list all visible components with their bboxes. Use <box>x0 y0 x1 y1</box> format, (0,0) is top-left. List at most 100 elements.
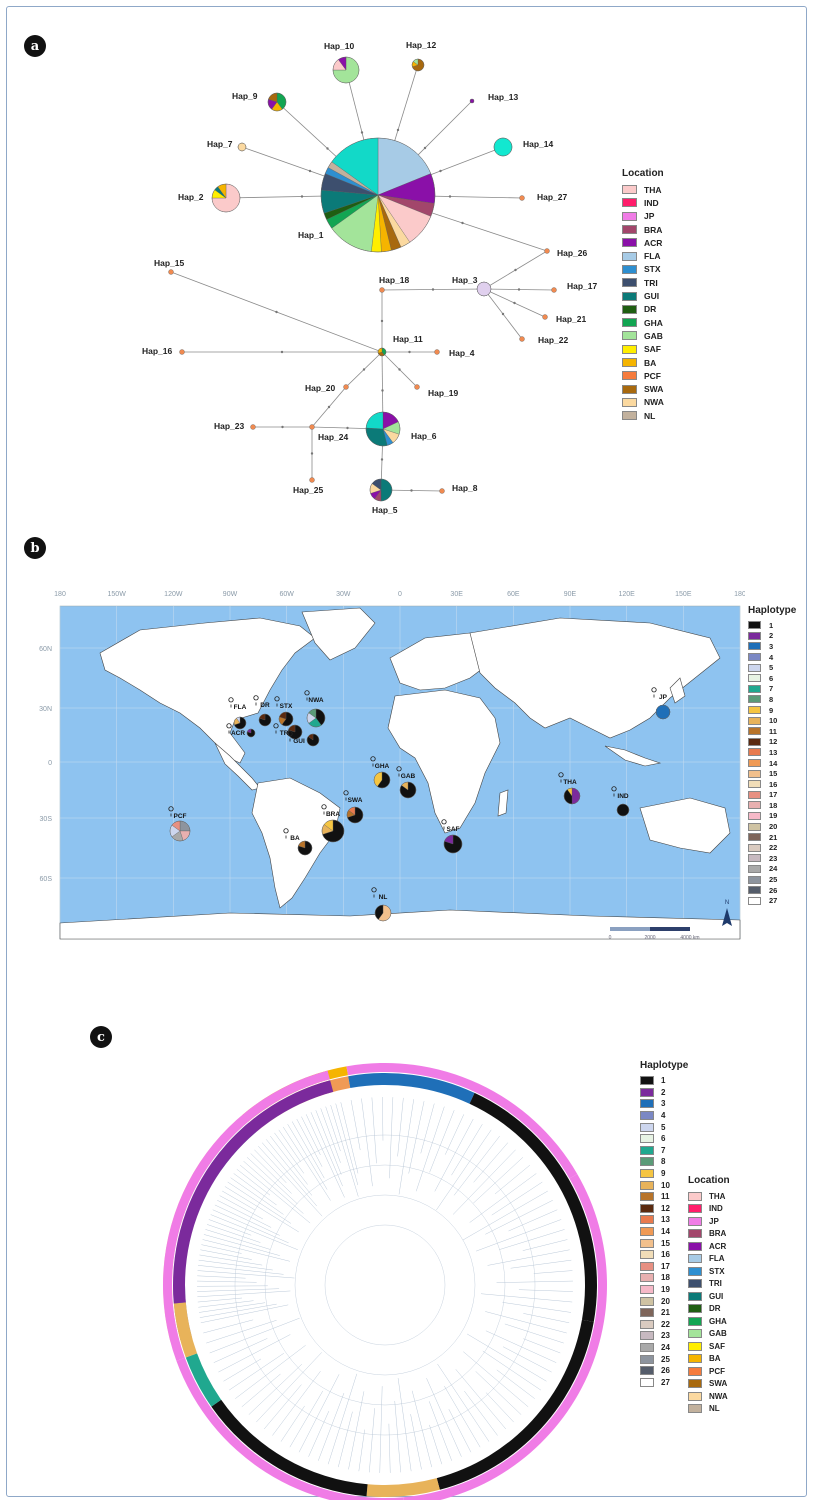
legend-label: GAB <box>709 1329 727 1339</box>
haplotype-legend-b-7: 7 <box>748 684 796 695</box>
haplotype-legend-c-27: 27 <box>640 1376 688 1388</box>
north-arrow-icon: N <box>722 900 732 926</box>
legend-swatch <box>640 1203 654 1213</box>
legend-label: GAB <box>644 330 663 341</box>
legend-label: 13 <box>661 1215 670 1225</box>
location-legend-c-stx: STX <box>688 1265 730 1278</box>
tree-branch <box>325 1106 341 1152</box>
tree-branch <box>197 1280 257 1283</box>
mutation-tick <box>439 169 442 173</box>
legend-label: 26 <box>769 885 778 895</box>
location-legend-a-gui: GUI <box>622 289 664 302</box>
site-label: STX <box>280 703 293 710</box>
location-pin-icon <box>283 828 289 839</box>
legend-swatch <box>748 801 761 810</box>
hap-label: Hap_26 <box>557 248 588 258</box>
legend-swatch <box>688 1229 702 1239</box>
mutation-tick <box>327 405 331 409</box>
site-label: GUI <box>293 738 305 745</box>
haplotype-ring-segment <box>173 1302 198 1358</box>
site-pie-nwa <box>306 708 326 728</box>
hap-label: Hap_23 <box>214 421 245 431</box>
legend-swatch <box>748 631 761 640</box>
mutation-tick <box>514 268 517 272</box>
legend-label: STX <box>709 1266 725 1276</box>
legend-swatch <box>748 663 761 672</box>
legend-swatch <box>748 759 761 768</box>
haplotype-legend-c-4: 4 <box>640 1110 688 1122</box>
legend-swatch <box>640 1354 654 1364</box>
legend-swatch <box>688 1329 702 1339</box>
tree-branch <box>408 1101 425 1174</box>
legend-swatch <box>622 411 637 421</box>
site-pie-bra <box>321 819 345 843</box>
haplotype-legend-b-19: 19 <box>748 811 796 822</box>
location-pin-icon <box>441 819 447 830</box>
tree-branch <box>210 1214 298 1250</box>
legend-label: 25 <box>661 1354 670 1364</box>
tree-branch <box>436 1129 492 1211</box>
tree-branch <box>453 1135 500 1196</box>
legend-label: TRI <box>644 277 658 288</box>
tree-branch <box>272 1371 321 1436</box>
legend-label: BRA <box>709 1229 727 1239</box>
legend-label: 15 <box>769 769 778 779</box>
tree-branch <box>473 1142 508 1183</box>
legend-label: THA <box>709 1191 726 1201</box>
location-pin-icon <box>304 690 310 701</box>
tree-branch <box>243 1161 304 1214</box>
mutation-tick <box>346 426 349 430</box>
legend-swatch <box>622 198 637 208</box>
tree-branch <box>227 1181 292 1224</box>
location-pin-icon <box>343 790 349 801</box>
legend-swatch <box>622 251 637 261</box>
legend-label: 20 <box>661 1296 670 1306</box>
hap-node-24 <box>309 424 315 430</box>
legend-swatch <box>748 854 761 863</box>
location-pin-icon <box>371 887 377 898</box>
tree-branch <box>258 1146 323 1217</box>
site-pie-ba <box>297 840 313 856</box>
hap-label: Hap_15 <box>154 258 185 268</box>
legend-swatch <box>688 1341 702 1351</box>
hap-node-21 <box>542 314 548 320</box>
location-legend-a-ind: IND <box>622 196 664 209</box>
panel-a-badge: a <box>24 35 46 57</box>
haplotype-legend-c-3: 3 <box>640 1098 688 1110</box>
legend-swatch <box>622 371 637 381</box>
haplotype-legend-c-7: 7 <box>640 1145 688 1157</box>
site-label: ACR <box>231 730 245 737</box>
legend-swatch <box>640 1076 654 1086</box>
legend-swatch <box>748 653 761 662</box>
tree-branch <box>473 1157 524 1204</box>
location-legend-a-ba: BA <box>622 356 664 369</box>
tree-branch <box>240 1165 311 1224</box>
haplotype-legend-b-23: 23 <box>748 853 796 864</box>
haplotype-legend-b-27: 27 <box>748 895 796 906</box>
tree-branch <box>469 1173 537 1223</box>
legend-swatch <box>640 1250 654 1260</box>
tree-branch <box>198 1265 284 1275</box>
circular-phylogenetic-tree <box>162 1063 607 1500</box>
tree-branch <box>250 1153 292 1194</box>
location-legend-a-gha: GHA <box>622 316 664 329</box>
tree-branch <box>229 1353 284 1391</box>
haplotype-legend-c-11: 11 <box>640 1191 688 1203</box>
hap-node-25 <box>309 477 315 483</box>
tree-branch <box>398 1099 414 1195</box>
legend-label: PCF <box>709 1366 725 1376</box>
legend-swatch <box>688 1191 702 1201</box>
hap-label: Hap_1 <box>298 230 324 240</box>
site-label: THA <box>563 779 577 786</box>
site-label: IND <box>617 793 629 800</box>
legend-label: FLA <box>709 1254 725 1264</box>
hap-node-18 <box>379 287 385 293</box>
legend-swatch <box>640 1284 654 1294</box>
tree-branch <box>256 1352 322 1423</box>
lon-tick-label: 60W <box>279 591 294 598</box>
mutation-tick <box>326 147 329 150</box>
haplotype-legend-b-12: 12 <box>748 737 796 748</box>
legend-label: 18 <box>769 800 778 810</box>
site-pie-pcf <box>169 820 191 842</box>
